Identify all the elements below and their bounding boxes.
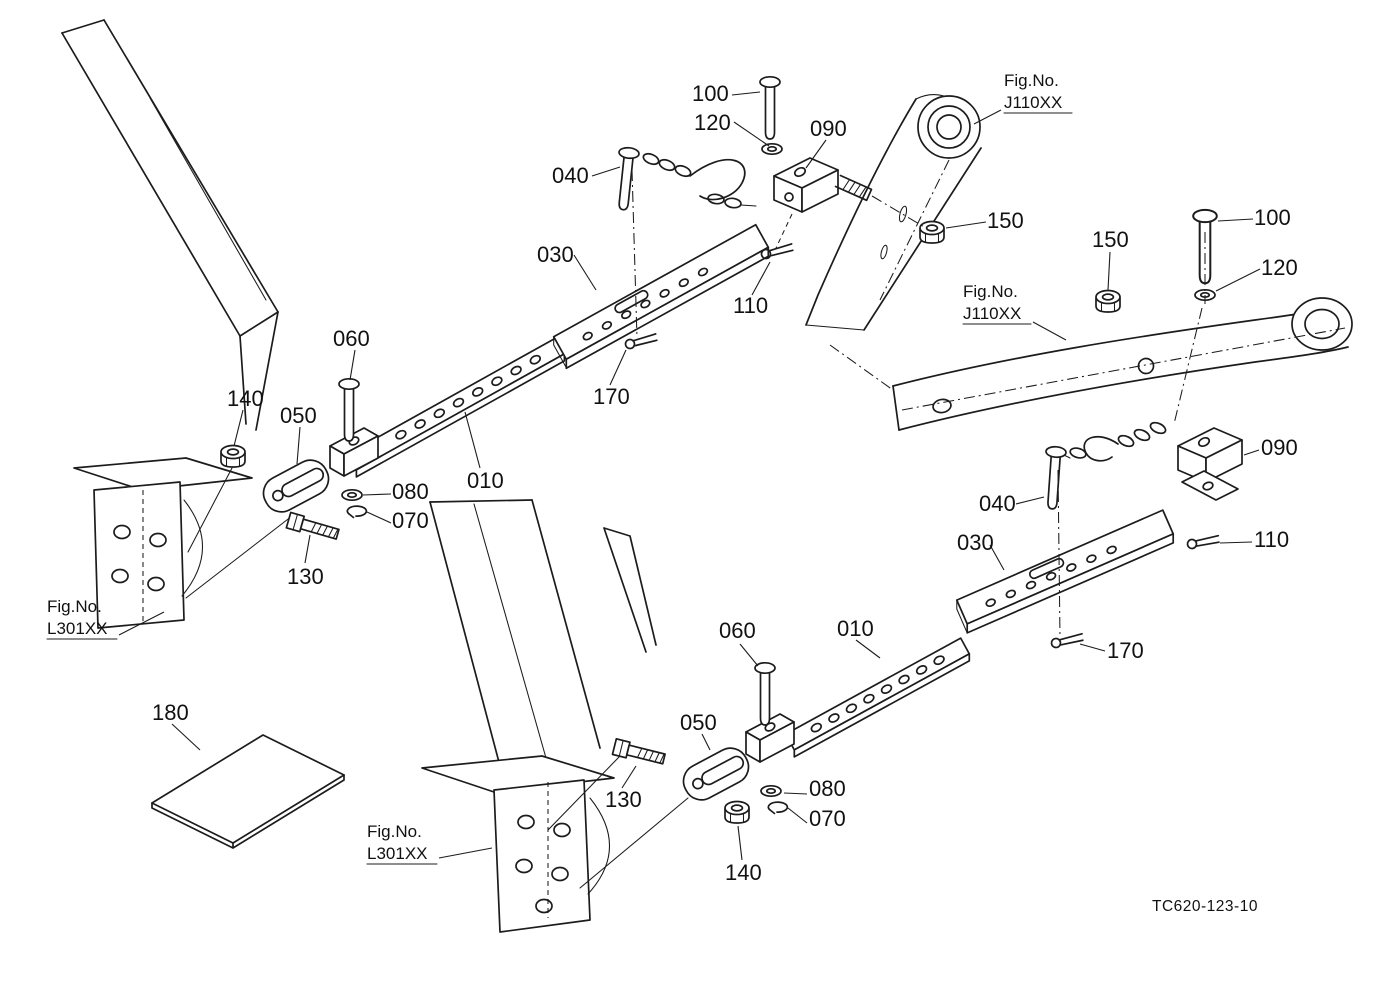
pin-axis-rail (1173, 232, 1206, 425)
part-080-washer-right (760, 784, 782, 798)
part-180-manual (151, 734, 345, 849)
part-060-pin-right (754, 661, 776, 726)
callout-100-right: 100 (1254, 205, 1291, 230)
callout-010-right: 010 (837, 616, 874, 641)
callout-170-left: 170 (593, 384, 630, 409)
callout-150-center: 150 (987, 208, 1024, 233)
callout-040-right: 040 (979, 491, 1016, 516)
part-040-pin-with-chain-left (612, 145, 757, 212)
callout-030-right: 030 (957, 530, 994, 555)
callout-080-left: 080 (392, 479, 429, 504)
frame-bracket-left (61, 19, 293, 629)
fig-ref-mid-right: Fig.No. J110XX (962, 282, 1032, 325)
part-120-washer-left (761, 142, 783, 156)
assembly-left (220, 75, 945, 543)
part-150-nut-left (919, 220, 945, 244)
callout-090-right: 090 (1261, 435, 1298, 460)
callout-040-left: 040 (552, 163, 589, 188)
fig-ref-label: Fig.No. (963, 282, 1018, 301)
fig-ref-top-right: Fig.No. J110XX (1003, 71, 1073, 114)
part-100-pin-left (759, 75, 781, 140)
callout-070-right: 070 (809, 806, 846, 831)
part-010-bar-left (329, 337, 566, 478)
part-070-spring-washer-left (346, 505, 368, 519)
callout-050-right: 050 (680, 710, 717, 735)
fig-ref-number: J110XX (963, 304, 1021, 323)
callout-130-left: 130 (287, 564, 324, 589)
fig-ref-number: L301XX (367, 844, 428, 863)
fig-ref-bottom: Fig.No. L301XX (366, 822, 438, 865)
part-130-bolt-right (611, 738, 667, 768)
callout-060-right: 060 (719, 618, 756, 643)
part-010-bar-right (745, 637, 971, 763)
callout-090-top: 090 (810, 116, 847, 141)
callout-060-left: 060 (333, 326, 370, 351)
callout-170-right: 170 (1107, 638, 1144, 663)
part-090-bracket-right (1177, 427, 1243, 501)
callout-070-left: 070 (392, 508, 429, 533)
callout-140-right: 140 (725, 860, 762, 885)
callout-110-left: 110 (733, 293, 768, 318)
callout-180: 180 (152, 700, 189, 725)
cotter-axis-left (775, 213, 793, 249)
pin-axis-left (631, 169, 638, 339)
part-080-washer-left (341, 488, 363, 502)
part-110-cotter-pin-right (1186, 534, 1221, 550)
callout-100-top: 100 (692, 81, 729, 106)
stud-axis-left (871, 195, 927, 229)
part-140-nut-right (724, 800, 750, 824)
drawing-number: TC620-123-10 (1152, 898, 1258, 915)
callout-030-left: 030 (537, 242, 574, 267)
part-070-spring-washer-right (767, 801, 789, 815)
part-040-pin-with-chain-right (1041, 419, 1169, 511)
pin-axis-right (1057, 469, 1061, 639)
frame-rail-right (892, 297, 1353, 431)
callout-010-left: 010 (467, 468, 504, 493)
assembly-right (611, 419, 1243, 824)
part-090-bracket-left (773, 157, 873, 213)
part-030-channel-left (552, 223, 770, 370)
part-100-pin-rail (1192, 208, 1218, 285)
fig-ref-label: Fig.No. (1004, 71, 1059, 90)
part-170-cotter-pin-left (623, 333, 659, 351)
part-150-nut-rail (1095, 289, 1121, 313)
part-050-clevis-right (676, 741, 756, 807)
callout-130-right: 130 (605, 787, 642, 812)
part-140-nut-left (220, 444, 246, 468)
leader-lines (118, 91, 1261, 861)
part-030-channel-right (955, 509, 1175, 634)
fig-ref-number: J110XX (1004, 93, 1062, 112)
callout-050-left: 050 (280, 403, 317, 428)
fig-ref-left: Fig.No. L301XX (46, 597, 118, 640)
callout-120-right: 120 (1261, 255, 1298, 280)
callout-110-right: 110 (1254, 527, 1289, 552)
callout-120-top: 120 (694, 110, 731, 135)
fig-ref-label: Fig.No. (367, 822, 422, 841)
callout-080-right: 080 (809, 776, 846, 801)
callout-140-left: 140 (227, 386, 264, 411)
part-050-clevis-left (256, 453, 336, 519)
frame-bracket-bottom (421, 499, 689, 933)
fig-ref-number: L301XX (47, 619, 108, 638)
part-170-cotter-pin-right (1049, 632, 1085, 649)
callout-labels: 100 120 090 040 030 150 110 150 100 120 … (152, 81, 1298, 885)
callout-150-right: 150 (1092, 227, 1129, 252)
part-130-bolt-left (285, 511, 341, 543)
fig-ref-label: Fig.No. (47, 597, 102, 616)
